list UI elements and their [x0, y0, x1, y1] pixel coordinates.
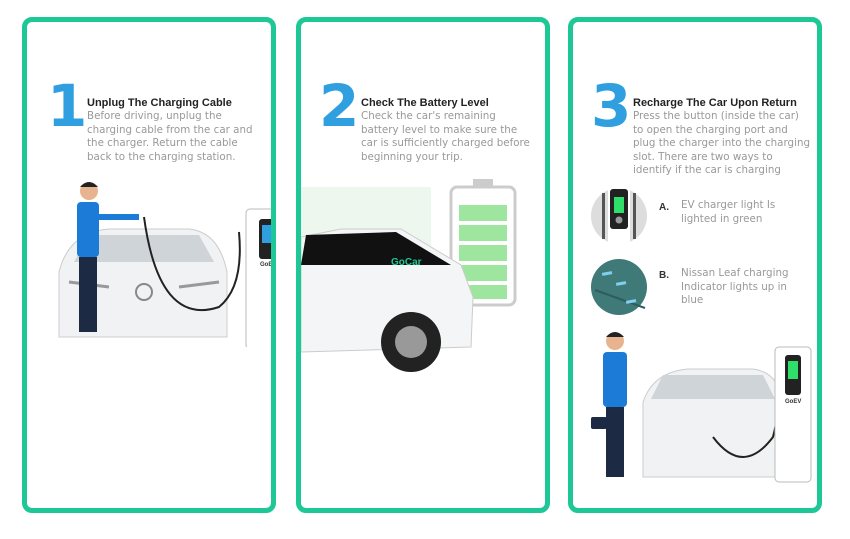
person-with-charger-illustration	[591, 332, 812, 483]
charger-brand-label: GoEV	[785, 399, 802, 405]
step-number: 3	[591, 72, 632, 140]
car-brand-logo: GoCar	[391, 257, 422, 268]
step-description: Before driving, unplug the charging cabl…	[87, 110, 253, 163]
step-2-panel: 2 Check The Battery Level Check the car'…	[296, 17, 550, 513]
step-description: Check the car's remaining battery level …	[361, 110, 530, 163]
step-number: 1	[47, 72, 88, 140]
person-unplugging-charger-illustration	[58, 182, 271, 347]
step-description: Press the button (inside the car) to ope…	[633, 110, 811, 176]
ev-charger-light-icon	[591, 187, 647, 245]
step-1-panel: 1 Unplug The Charging Cable Before drivi…	[22, 17, 276, 513]
option-letter: A.	[659, 202, 669, 213]
car-with-battery-illustration	[301, 179, 517, 372]
dashboard-indicator-icon	[591, 259, 647, 315]
step-number: 2	[319, 72, 360, 140]
step-title: Unplug The Charging Cable	[87, 97, 232, 109]
option-letter: B.	[659, 270, 669, 281]
charger-brand-label: GoEV	[260, 262, 276, 268]
option-text: Nissan Leaf charging Indicator lights up…	[681, 267, 789, 306]
step-title: Recharge The Car Upon Return	[633, 97, 797, 109]
option-text: EV charger light Is lighted in green	[681, 199, 776, 225]
step-3-panel: 3 Recharge The Car Upon Return Press the…	[568, 17, 822, 513]
step-title: Check The Battery Level	[361, 97, 489, 109]
